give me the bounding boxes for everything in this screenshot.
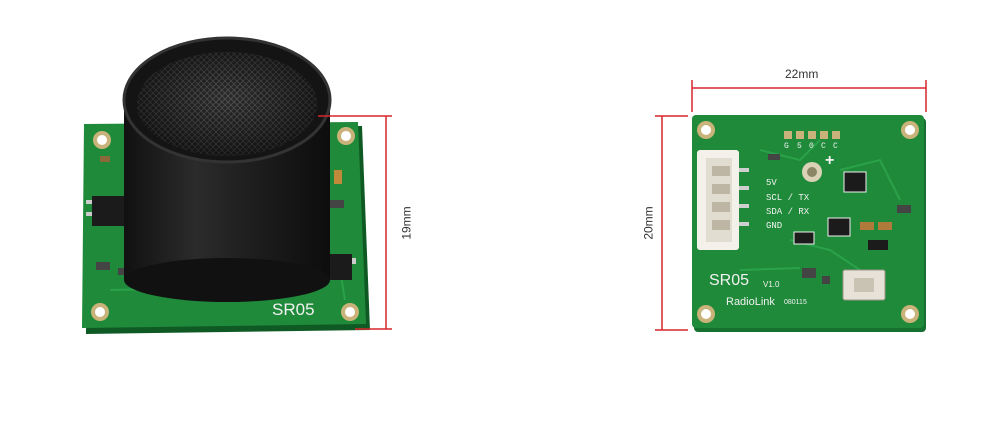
pin-letter: G: [784, 142, 789, 151]
tactile-button: [842, 269, 886, 301]
back-brand-label: RadioLink: [726, 296, 775, 308]
pin-label-scl-tx: SCL / TX: [766, 193, 810, 203]
front-module: [82, 36, 370, 334]
pin-header-pads: [784, 131, 840, 139]
pin-letter: C: [833, 142, 838, 151]
back-mounting-holes: [697, 121, 919, 323]
back-width-dimension: [691, 80, 927, 112]
pin-label-gnd: GND: [766, 221, 783, 231]
front-height-label: 19mm: [399, 206, 414, 240]
back-version-label: V1.0: [763, 280, 780, 289]
front-height-dimension: [318, 115, 392, 330]
pin-letter: 5: [797, 142, 802, 151]
back-code-label: 080115: [784, 299, 807, 306]
pin-letter: 0: [809, 142, 814, 151]
front-board-label: SR05: [272, 300, 315, 319]
plus-sign: +: [825, 152, 835, 169]
back-height-dimension: [655, 115, 688, 331]
back-module: [692, 115, 926, 332]
back-traces: [739, 139, 901, 271]
pin-letter: C: [821, 142, 826, 151]
back-height-label: 20mm: [641, 206, 656, 240]
pin-label-5v: 5V: [766, 178, 777, 188]
back-components: [768, 154, 911, 284]
front-mounting-holes: [91, 127, 359, 321]
back-model-label: SR05: [709, 272, 750, 289]
jst-connector: [697, 150, 749, 250]
back-width-label: 22mm: [785, 67, 819, 81]
ultrasonic-transducer: [122, 36, 332, 302]
pin-label-sda-rx: SDA / RX: [766, 207, 810, 217]
